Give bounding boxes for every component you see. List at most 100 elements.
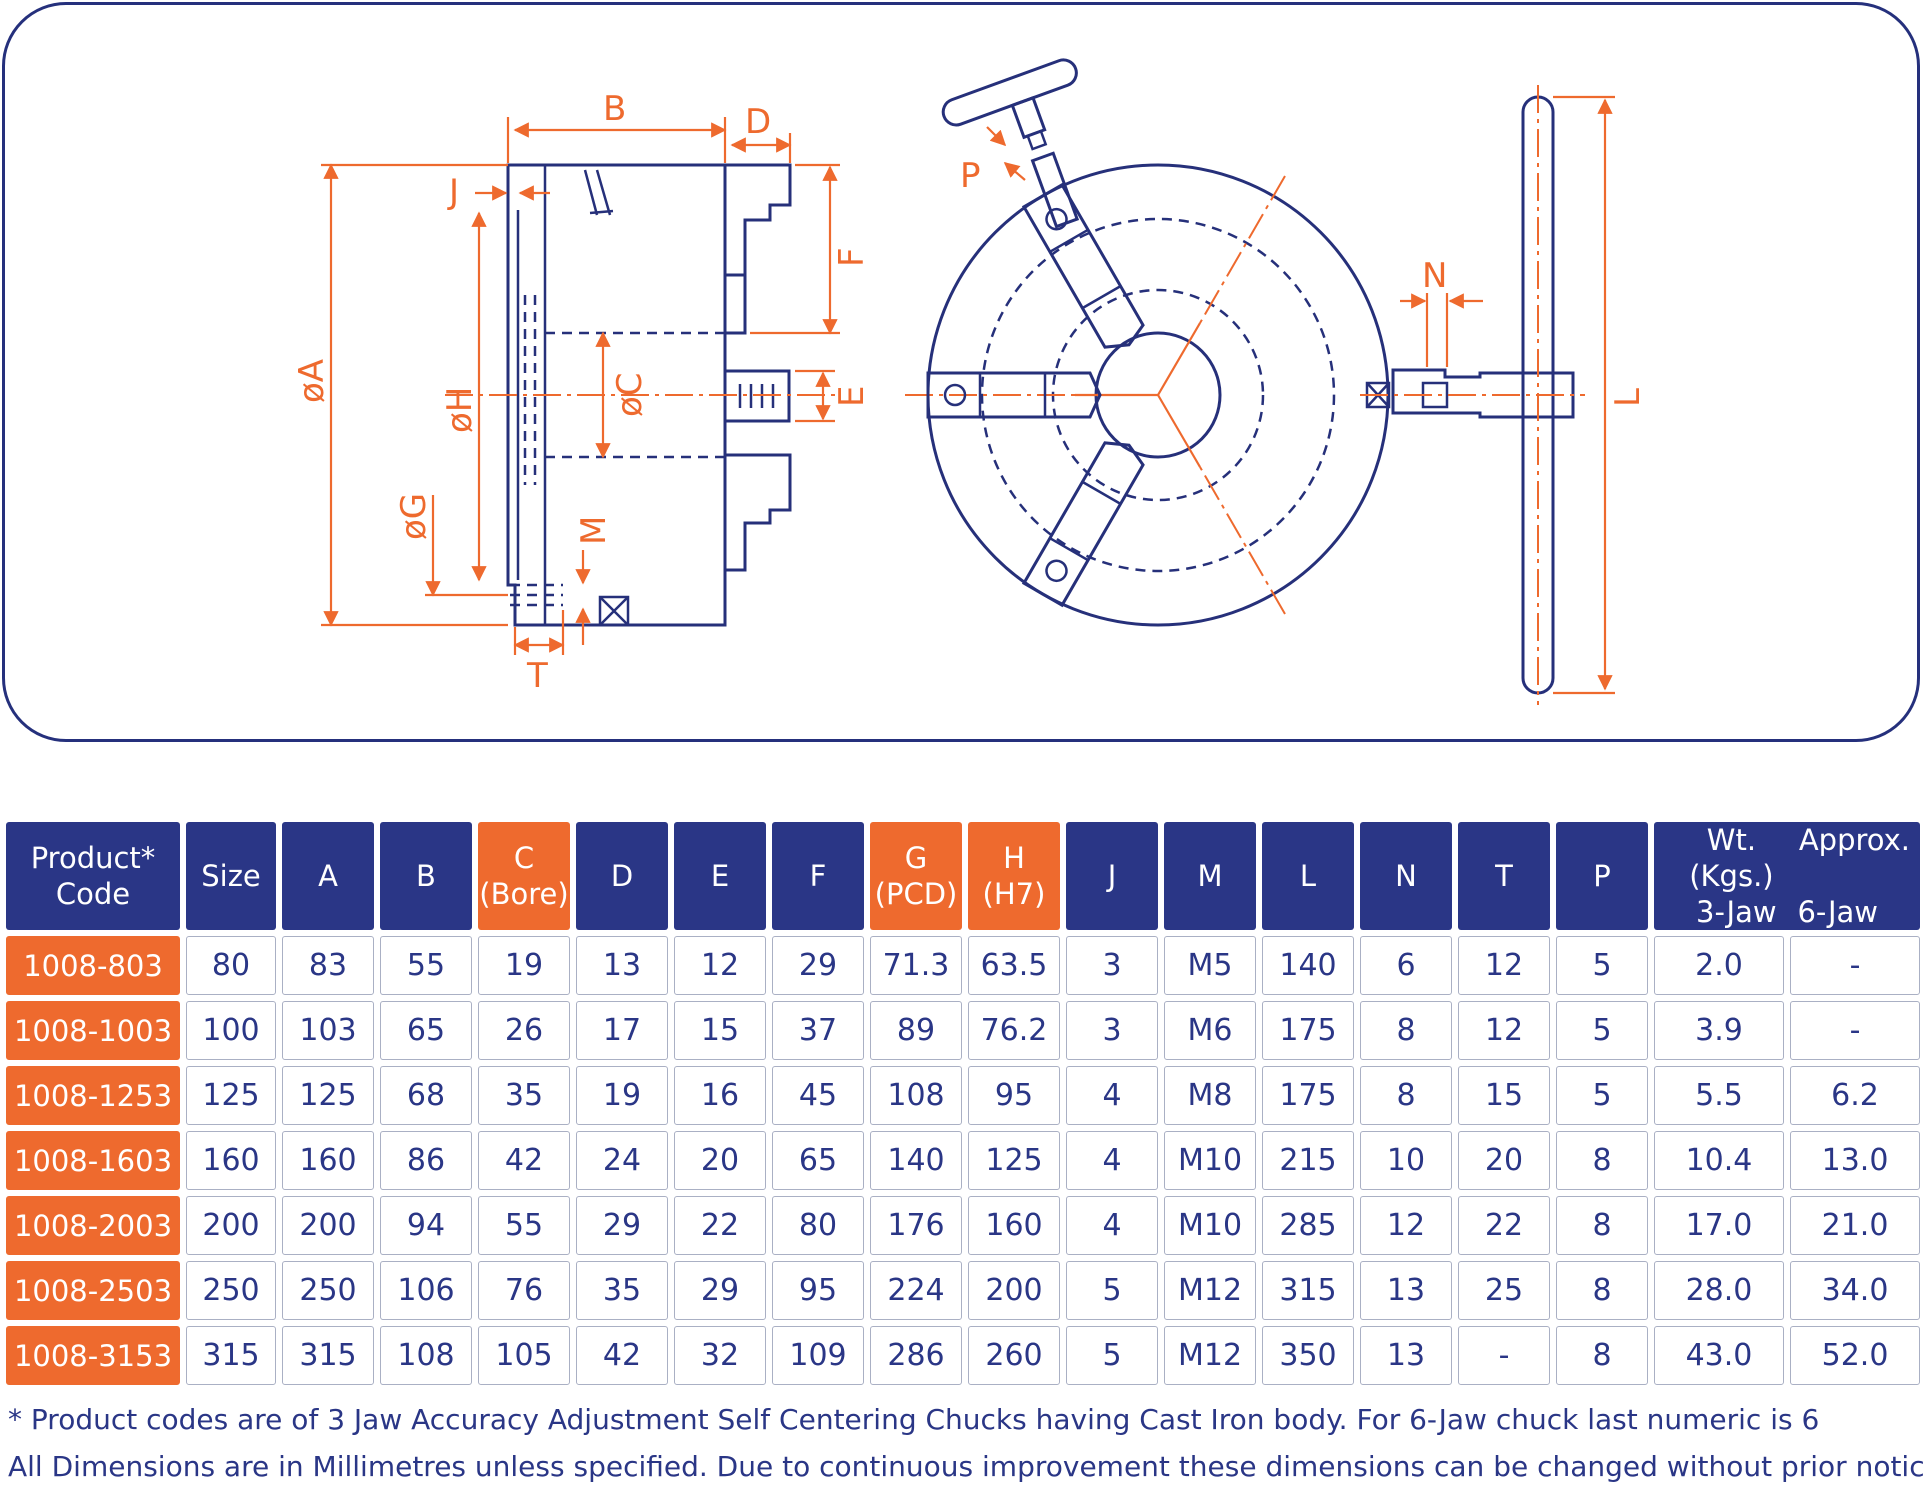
label-F: F (832, 247, 872, 267)
cell-w6: - (1790, 936, 1921, 995)
header-D: D (576, 822, 668, 930)
cell-F: 29 (772, 936, 864, 995)
key-view: L N (1360, 85, 1648, 705)
cell-D: 13 (576, 936, 668, 995)
cell-L: 315 (1262, 1261, 1354, 1320)
label-A: øA (292, 359, 332, 403)
cell-H: 63.5 (968, 936, 1060, 995)
cell-B: 94 (380, 1196, 472, 1255)
cell-w6: 13.0 (1790, 1131, 1921, 1190)
cell-F: 95 (772, 1261, 864, 1320)
cell-code: 1008-3153 (6, 1326, 180, 1385)
cell-N: 13 (1360, 1261, 1452, 1320)
cell-code: 1008-803 (6, 936, 180, 995)
cell-P: 8 (1556, 1131, 1648, 1190)
cell-H: 76.2 (968, 1001, 1060, 1060)
cell-size: 80 (186, 936, 276, 995)
label-D: D (745, 102, 771, 142)
cell-B: 65 (380, 1001, 472, 1060)
cell-B: 86 (380, 1131, 472, 1190)
cell-size: 315 (186, 1326, 276, 1385)
label-G: øG (394, 493, 434, 540)
cell-L: 140 (1262, 936, 1354, 995)
cell-w3: 2.0 (1654, 936, 1784, 995)
cell-E: 15 (674, 1001, 766, 1060)
cell-A: 200 (282, 1196, 374, 1255)
cell-w6: 34.0 (1790, 1261, 1921, 1320)
cell-T: 20 (1458, 1131, 1550, 1190)
cell-w6: 6.2 (1790, 1066, 1921, 1125)
cell-C: 76 (478, 1261, 570, 1320)
cell-D: 29 (576, 1196, 668, 1255)
cell-E: 22 (674, 1196, 766, 1255)
cell-C: 42 (478, 1131, 570, 1190)
cell-B: 55 (380, 936, 472, 995)
cell-G: 224 (870, 1261, 962, 1320)
label-L: L (1608, 388, 1648, 407)
cell-A: 250 (282, 1261, 374, 1320)
cell-M: M5 (1164, 936, 1256, 995)
cell-E: 16 (674, 1066, 766, 1125)
cell-G: 108 (870, 1066, 962, 1125)
header-J: J (1066, 822, 1158, 930)
cell-F: 65 (772, 1131, 864, 1190)
cell-w3: 17.0 (1654, 1196, 1784, 1255)
cell-P: 5 (1556, 936, 1648, 995)
cell-size: 200 (186, 1196, 276, 1255)
cell-C: 105 (478, 1326, 570, 1385)
cell-J: 4 (1066, 1196, 1158, 1255)
cell-H: 95 (968, 1066, 1060, 1125)
cell-N: 8 (1360, 1066, 1452, 1125)
header-H: H(H7) (968, 822, 1060, 930)
label-M: M (574, 516, 614, 545)
cell-code: 1008-1253 (6, 1066, 180, 1125)
cell-D: 19 (576, 1066, 668, 1125)
cell-L: 175 (1262, 1001, 1354, 1060)
cell-J: 4 (1066, 1066, 1158, 1125)
header-code: Product*Code (6, 822, 180, 930)
cell-J: 4 (1066, 1131, 1158, 1190)
cell-code: 1008-1603 (6, 1131, 180, 1190)
cell-N: 6 (1360, 936, 1452, 995)
label-H: øH (440, 387, 480, 433)
cell-A: 315 (282, 1326, 374, 1385)
label-E: E (832, 386, 872, 407)
cell-w6: 21.0 (1790, 1196, 1921, 1255)
cell-M: M12 (1164, 1261, 1256, 1320)
cell-G: 286 (870, 1326, 962, 1385)
cell-N: 12 (1360, 1196, 1452, 1255)
footnote-dimensions: All Dimensions are in Millimetres unless… (8, 1450, 1926, 1483)
cell-N: 10 (1360, 1131, 1452, 1190)
cell-P: 8 (1556, 1326, 1648, 1385)
cell-w3: 28.0 (1654, 1261, 1784, 1320)
cell-w3: 5.5 (1654, 1066, 1784, 1125)
header-F: F (772, 822, 864, 930)
cell-T: 12 (1458, 1001, 1550, 1060)
cell-F: 109 (772, 1326, 864, 1385)
cell-w3: 3.9 (1654, 1001, 1784, 1060)
header-B: B (380, 822, 472, 930)
cell-C: 26 (478, 1001, 570, 1060)
cell-F: 37 (772, 1001, 864, 1060)
header-M: M (1164, 822, 1256, 930)
cell-code: 1008-2503 (6, 1261, 180, 1320)
cell-J: 3 (1066, 1001, 1158, 1060)
cell-P: 8 (1556, 1196, 1648, 1255)
cell-E: 29 (674, 1261, 766, 1320)
cell-code: 1008-2003 (6, 1196, 180, 1255)
header-N: N (1360, 822, 1452, 930)
spec-table: Product*Code Size A B C(Bore) D E F G(PC… (0, 816, 1926, 1391)
cell-B: 108 (380, 1326, 472, 1385)
cell-M: M10 (1164, 1131, 1256, 1190)
cell-M: M8 (1164, 1066, 1256, 1125)
cell-L: 350 (1262, 1326, 1354, 1385)
cell-J: 5 (1066, 1261, 1158, 1320)
front-view: P (905, 58, 1391, 627)
cell-w3: 10.4 (1654, 1131, 1784, 1190)
cell-A: 125 (282, 1066, 374, 1125)
label-B: B (603, 89, 626, 129)
